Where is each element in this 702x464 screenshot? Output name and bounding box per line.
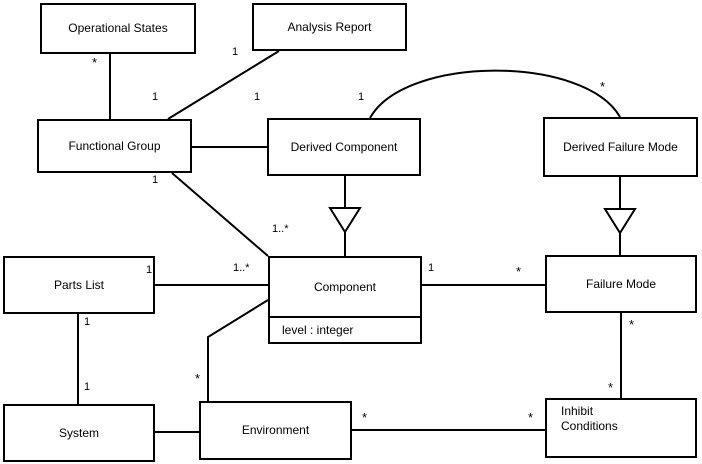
class-component[interactable]: Component level : integer: [268, 256, 422, 344]
class-operational-states[interactable]: Operational States: [40, 3, 196, 54]
multiplicity-environment-to-inhibit-right: *: [528, 410, 534, 425]
multiplicity-environment-to-inhibit-left: *: [362, 410, 368, 425]
edge-environment-component: [207, 299, 269, 401]
class-failure-mode[interactable]: Failure Mode: [545, 255, 697, 313]
class-analysis-report[interactable]: Analysis Report: [252, 3, 407, 51]
edge-functional-group-component: [171, 172, 269, 257]
class-inhibit-conditions[interactable]: Inhibit Conditions: [545, 398, 697, 458]
multiplicity-component-to-failure-mode: 1: [428, 262, 435, 274]
multiplicity-failure-mode-to-inhibit-top: *: [629, 317, 635, 332]
class-name-parts-list: Parts List: [53, 277, 104, 292]
class-attribute-component-level: level : integer: [270, 316, 420, 342]
edge-derived-component-derived-failure-mode-arc: [369, 69, 621, 119]
multiplicity-fg-to-analysis-report: 1: [152, 91, 159, 103]
class-name-system: System: [58, 425, 99, 440]
class-name-component: Component: [313, 279, 377, 294]
multiplicity-parts-list-right: 1: [146, 264, 153, 276]
class-name-derived-component: Derived Component: [290, 139, 398, 154]
multiplicity-analysis-report-to-fg: 1: [232, 46, 239, 58]
multiplicity-derived-failure-mode-arc: *: [600, 79, 606, 94]
multiplicity-fg-to-component-upper: 1..*: [272, 223, 289, 235]
class-derived-failure-mode[interactable]: Derived Failure Mode: [543, 117, 698, 177]
multiplicity-parts-list-to-system-bottom: 1: [84, 381, 91, 393]
class-parts-list[interactable]: Parts List: [3, 256, 155, 314]
multiplicity-parts-list-to-system-top: 1: [84, 316, 91, 328]
multiplicity-fg-to-derived-component: 1: [254, 91, 261, 103]
multiplicity-parts-list-to-component: 1..*: [233, 262, 250, 274]
class-environment[interactable]: Environment: [199, 401, 352, 460]
multiplicity-op-states-to-fg: *: [92, 55, 98, 70]
multiplicity-fg-to-component-lower: 1: [152, 174, 159, 186]
class-name-functional-group: Functional Group: [68, 138, 161, 153]
class-name-analysis-report: Analysis Report: [287, 19, 372, 34]
multiplicity-failure-mode-to-inhibit-bottom: *: [608, 380, 614, 395]
class-system[interactable]: System: [3, 404, 155, 462]
class-name-operational-states: Operational States: [68, 21, 168, 35]
class-name-failure-mode: Failure Mode: [585, 276, 657, 291]
class-name-derived-failure-mode: Derived Failure Mode: [563, 139, 678, 154]
edge-analysis-report-functional-group: [167, 50, 280, 120]
multiplicity-failure-mode-left: *: [516, 264, 522, 279]
multiplicity-environment-to-component: *: [195, 371, 201, 386]
class-functional-group[interactable]: Functional Group: [37, 119, 192, 173]
generalization-triangle-failure-mode: [603, 208, 637, 235]
class-name-inhibit-conditions: Inhibit Conditions: [547, 400, 695, 456]
class-name-inhibit-conditions-line1: Inhibit: [561, 404, 594, 418]
generalization-triangle-component: [328, 207, 362, 234]
class-derived-component[interactable]: Derived Component: [267, 118, 421, 176]
class-name-inhibit-conditions-line2: Conditions: [561, 419, 618, 433]
multiplicity-derived-component-arc: 1: [358, 91, 365, 103]
class-name-environment: Environment: [241, 423, 310, 437]
